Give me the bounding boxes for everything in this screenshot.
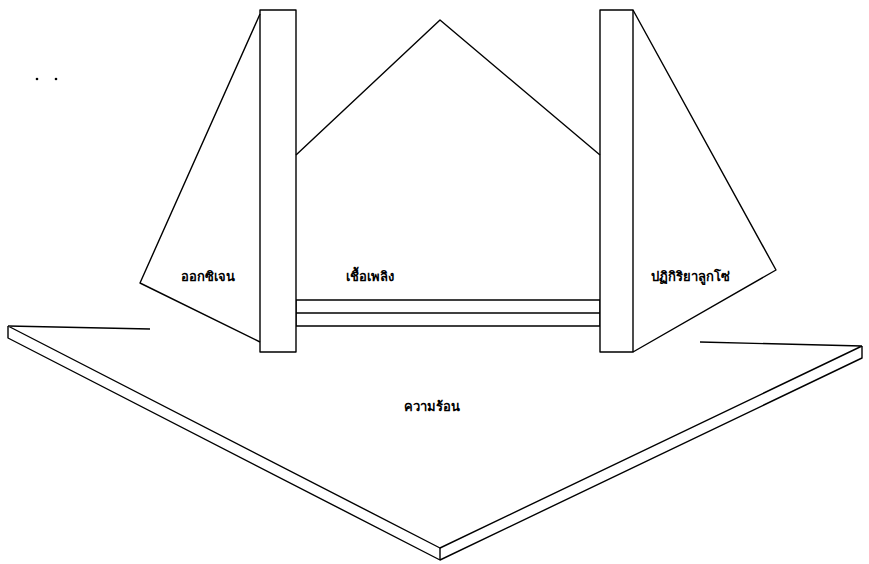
face-label: ปฏิกิริยาลูกโซ่: [651, 269, 730, 285]
fuel-face: เชื้อเพลิง: [294, 18, 602, 158]
face-line: [8, 326, 862, 548]
dot: [36, 78, 39, 81]
slab-edge: [8, 326, 862, 560]
face-label: เชื้อเพลิง: [346, 269, 394, 285]
dot: [55, 78, 58, 81]
face-label: ความร้อน: [404, 399, 460, 415]
oxygen-face: ออกซิเจน: [138, 10, 262, 355]
cross-bar-edge: [296, 312, 600, 313]
slab-edge: [439, 548, 440, 560]
face-outline: [631, 8, 779, 355]
heat-base: ความร้อน: [6, 324, 864, 562]
chain-reaction-face: ปฏิกิริยาลูกโซ่: [631, 8, 779, 355]
cross-bar: [296, 300, 600, 326]
face-outline: [138, 10, 262, 355]
right-post: [600, 10, 633, 352]
face-line: [633, 10, 776, 352]
face-line: [140, 14, 260, 342]
left-post: [260, 10, 296, 352]
face-label: ออกซิเจน: [181, 269, 235, 285]
face-line: [296, 20, 600, 155]
face-outline: [6, 324, 864, 562]
face-outline: [294, 18, 602, 158]
